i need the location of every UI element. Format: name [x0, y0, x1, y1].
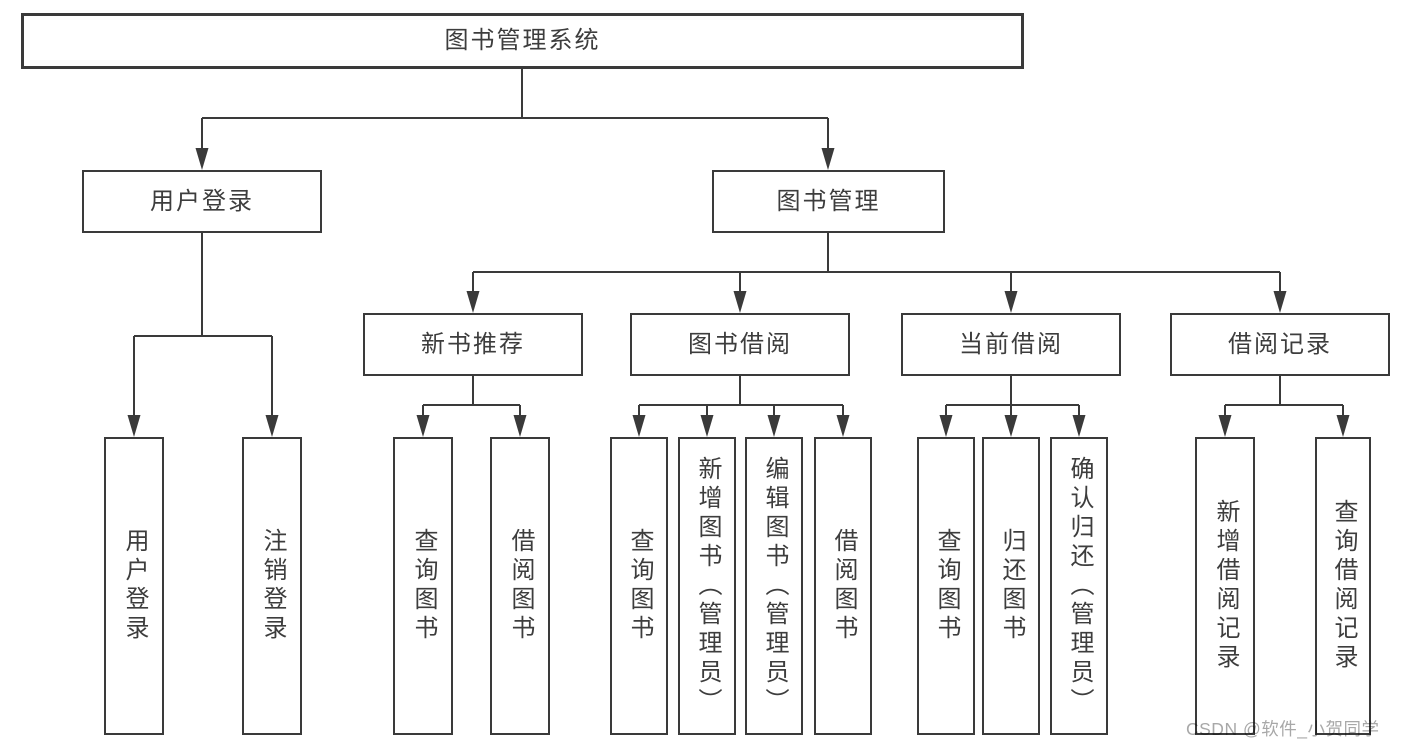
leaf-return-books: 归还图书 [982, 437, 1040, 735]
arrowhead [939, 415, 953, 437]
leaf-add-book-admin: 新增图书（管理员） [678, 437, 736, 735]
node-library-management-system: 图书管理系统 [21, 13, 1024, 69]
leaf-borrow-books-recommend: 借阅图书 [490, 437, 550, 735]
arrowhead [1218, 415, 1232, 437]
arrowhead [127, 415, 141, 437]
node-borrow-records: 借阅记录 [1170, 313, 1390, 376]
node-new-book-recommend: 新书推荐 [363, 313, 583, 376]
arrowhead [1004, 291, 1018, 313]
leaf-confirm-return-admin: 确认归还（管理员） [1050, 437, 1108, 735]
arrowhead [1336, 415, 1350, 437]
connector-current-borrow [939, 376, 1086, 437]
leaf-query-borrow-record: 查询借阅记录 [1315, 437, 1371, 735]
node-user-login: 用户登录 [82, 170, 322, 233]
leaf-query-books-recommend: 查询图书 [393, 437, 453, 735]
watermark: CSDN @软件_小贺同学 [1186, 719, 1380, 739]
node-current-borrow: 当前借阅 [901, 313, 1121, 376]
arrowhead [767, 415, 781, 437]
leaf-query-books-current: 查询图书 [917, 437, 975, 735]
arrowhead [265, 415, 279, 437]
leaf-logout: 注销登录 [242, 437, 302, 735]
connector-new-book-recommend [416, 376, 527, 437]
leaf-borrow-books: 借阅图书 [814, 437, 872, 735]
arrowhead [700, 415, 714, 437]
connector-book-management [466, 233, 1287, 313]
connector-borrow-records [1218, 376, 1350, 437]
arrowhead [513, 415, 527, 437]
leaf-add-borrow-record: 新增借阅记录 [1195, 437, 1255, 735]
arrowhead [733, 291, 747, 313]
leaf-query-books-borrow: 查询图书 [610, 437, 668, 735]
node-book-borrow: 图书借阅 [630, 313, 850, 376]
arrowhead [821, 148, 835, 170]
connector-user-login [127, 233, 279, 437]
arrowhead [1273, 291, 1287, 313]
arrowhead [466, 291, 480, 313]
leaf-user-login: 用户登录 [104, 437, 164, 735]
arrowhead [195, 148, 209, 170]
leaf-edit-book-admin: 编辑图书（管理员） [745, 437, 803, 735]
node-book-management: 图书管理 [712, 170, 945, 233]
connector-book-borrow [632, 376, 850, 437]
arrowhead [416, 415, 430, 437]
arrowhead [1072, 415, 1086, 437]
arrowhead [632, 415, 646, 437]
arrowhead [1004, 415, 1018, 437]
arrowhead [836, 415, 850, 437]
connector-root [195, 69, 835, 170]
